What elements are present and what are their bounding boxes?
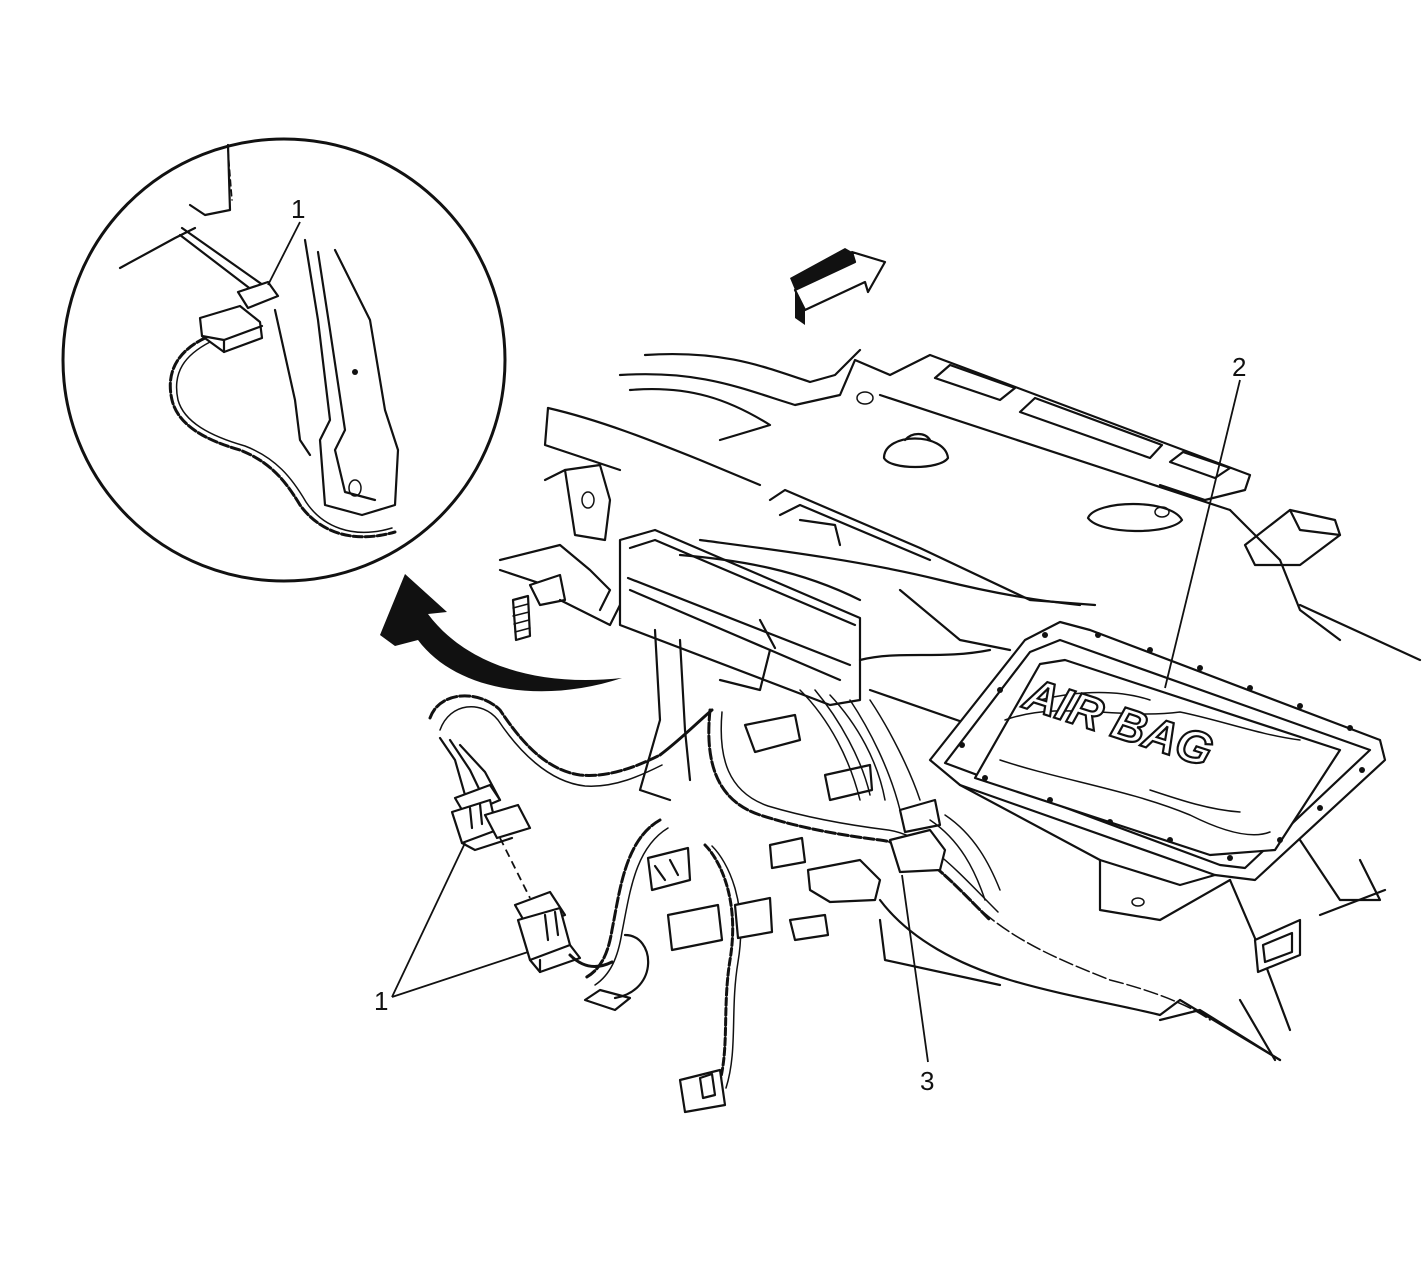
curved-arrow-icon: [380, 574, 622, 692]
airbag-wiring-harness: [428, 689, 1001, 1114]
airbag-connector-pair: [450, 783, 614, 974]
callout-2-group: 2: [1164, 352, 1246, 689]
detail-view-circle: 1: [61, 137, 507, 583]
callout-2: 2: [1232, 352, 1246, 382]
callout-3-group: 3: [901, 874, 934, 1096]
front-direction-arrow-icon: [790, 248, 887, 325]
callout-1-main: 1: [374, 986, 388, 1016]
callout-3: 3: [920, 1066, 934, 1096]
mounting-bolts: [959, 632, 1365, 861]
callout-1-detail: 1: [291, 194, 305, 224]
callout-1-main-group: 1: [374, 842, 529, 1016]
instrument-panel-assembly: AIR BAG: [498, 348, 1422, 1062]
